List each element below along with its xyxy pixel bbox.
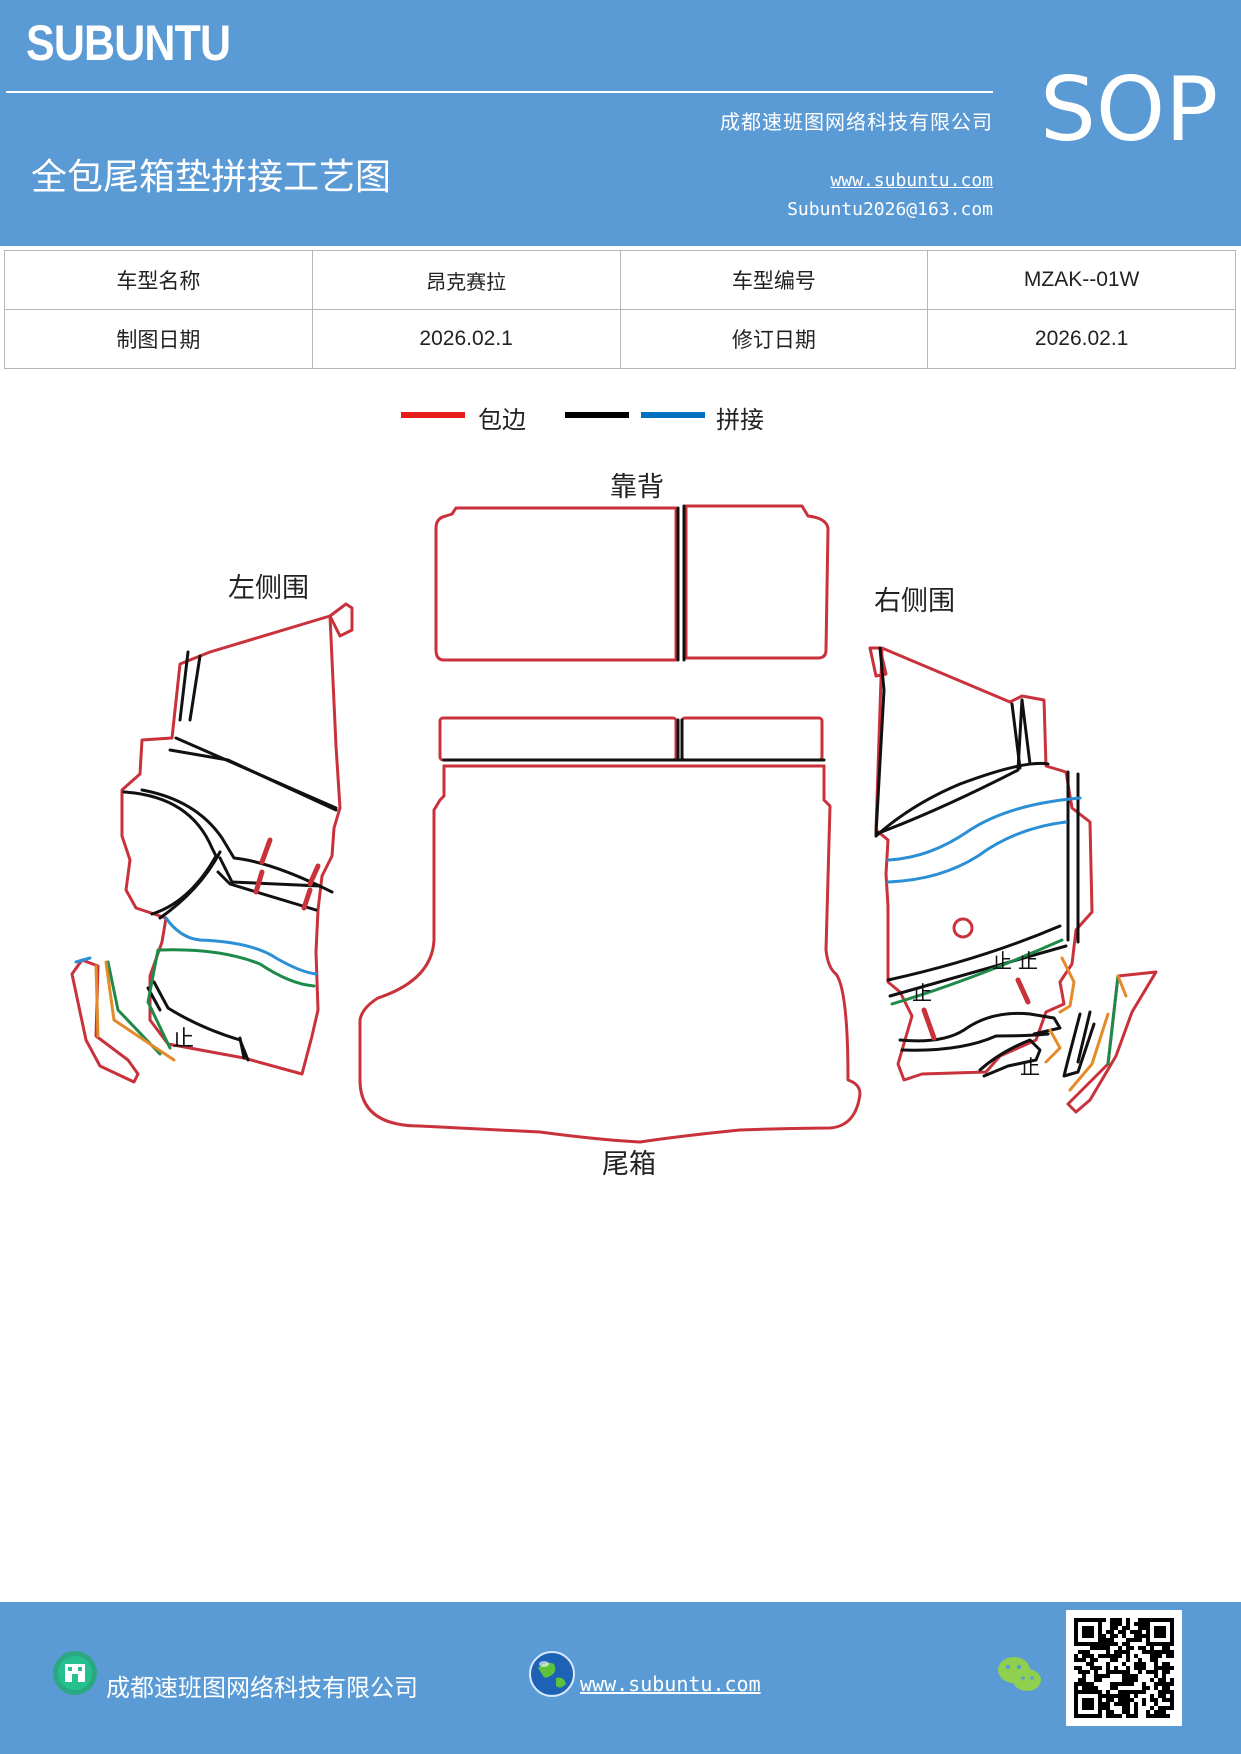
revise-date-label: 修订日期 [619, 309, 929, 369]
qr-code-icon[interactable] [1066, 1610, 1182, 1726]
header-divider [6, 91, 993, 93]
draw-date-label: 制图日期 [4, 309, 313, 369]
trunk-floor [358, 764, 862, 1144]
left-side-panels: 止 [70, 602, 354, 1084]
label-left-side: 左侧围 [228, 573, 309, 604]
footer-banner: 成都速班图网络科技有限公司 www.subuntu.com [0, 1602, 1241, 1754]
page-title: 全包尾箱垫拼接工艺图 [31, 157, 392, 198]
globe-icon [529, 1651, 575, 1697]
stop-mark-left: 止 [172, 1027, 194, 1052]
website-link[interactable]: www.subuntu.com [830, 170, 993, 191]
right-side-panels: 止 止 止 止 [868, 646, 1158, 1114]
brand-logo: SUBUNTU [26, 15, 231, 71]
legend: 包边 拼接 [0, 400, 1241, 440]
stop-mark-right-1: 止 [912, 981, 932, 1005]
cutting-diagram: 靠背 左侧围 右侧围 尾箱 [70, 472, 1158, 1180]
legend-swatch-red [401, 412, 465, 418]
label-trunk: 尾箱 [602, 1149, 656, 1180]
table-row: 车型名称 昂克赛拉 车型编号 MZAK--01W [4, 250, 1236, 310]
sop-badge: SOP [1040, 58, 1219, 161]
model-code-label: 车型编号 [619, 250, 929, 310]
footer-company: 成都速班图网络科技有限公司 [106, 1674, 418, 1702]
legend-label-edge: 包边 [478, 406, 526, 434]
legend-swatch-blue [641, 412, 705, 418]
label-right-side: 右侧围 [874, 586, 955, 617]
model-code-value: MZAK--01W [927, 250, 1236, 310]
company-name: 成都速班图网络科技有限公司 [720, 110, 993, 134]
building-icon [53, 1651, 97, 1695]
email-address: Subuntu2026@163.com [787, 199, 993, 220]
wechat-icon[interactable] [996, 1654, 1042, 1694]
revise-date-value: 2026.02.1 [927, 309, 1236, 369]
stop-mark-right-3: 止 [1018, 949, 1038, 973]
backrest-seams [442, 504, 826, 768]
table-row: 制图日期 2026.02.1 修订日期 2026.02.1 [4, 309, 1236, 369]
model-name-value: 昂克赛拉 [311, 250, 621, 310]
legend-swatch-black [565, 412, 629, 418]
stop-mark-right-4: 止 [1020, 1055, 1040, 1079]
stop-mark-right-2: 止 [992, 949, 1012, 973]
backrest-panels [434, 504, 830, 762]
draw-date-value: 2026.02.1 [311, 309, 621, 369]
model-name-label: 车型名称 [4, 250, 313, 310]
header-banner: SUBUNTU SOP 成都速班图网络科技有限公司 全包尾箱垫拼接工艺图 www… [0, 0, 1241, 246]
legend-label-seam: 拼接 [716, 406, 764, 434]
label-backrest: 靠背 [610, 472, 664, 503]
info-table: 车型名称 昂克赛拉 车型编号 MZAK--01W 制图日期 2026.02.1 … [4, 250, 1236, 369]
footer-website-link[interactable]: www.subuntu.com [580, 1672, 761, 1696]
